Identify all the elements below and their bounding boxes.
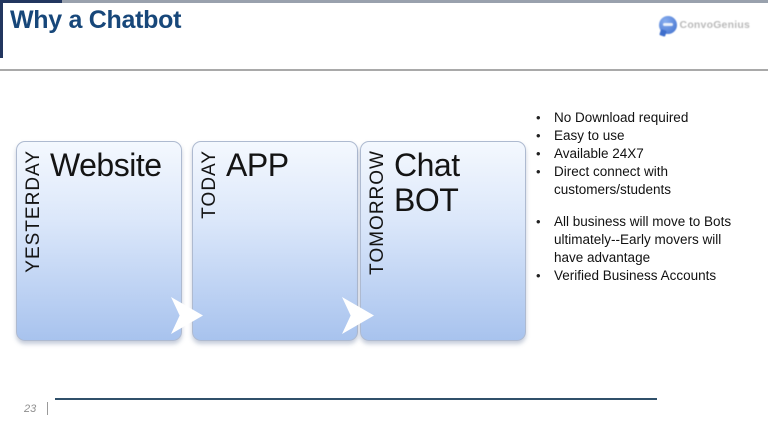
step-main-label: Website [50, 147, 162, 183]
chat-bubble-logo-icon [658, 16, 677, 34]
list-item: • Direct connect with customers/students [536, 163, 744, 199]
bullet-icon: • [536, 164, 541, 179]
list-item-text: No Download required [554, 110, 689, 125]
list-item: • Verified Business Accounts [536, 267, 744, 285]
list-item-text: Verified Business Accounts [554, 268, 717, 283]
slide-header: Why a Chatbot ConvoGenius [0, 0, 768, 71]
step-era-label: TODAY [199, 150, 220, 219]
logo-glyph [662, 23, 673, 26]
corner-border-left [0, 0, 3, 58]
list-item: • Easy to use [536, 127, 744, 145]
step-main-label: APP [226, 147, 289, 183]
header-divider [0, 69, 768, 71]
page-number-separator [47, 402, 48, 415]
bullet-icon: • [536, 146, 541, 161]
step-era-label: TOMORROW [367, 150, 388, 275]
benefits-list: • No Download required • Easy to use • A… [536, 109, 744, 285]
list-item-text: Direct connect with customers/students [554, 164, 672, 197]
logo: ConvoGenius [658, 16, 750, 34]
list-item: • No Download required [536, 109, 744, 127]
step-era-label: YESTERDAY [23, 150, 44, 273]
bullet-icon: • [536, 110, 541, 125]
bullet-icon: • [536, 128, 541, 143]
bullet-icon: • [536, 214, 541, 229]
top-border-line [0, 0, 768, 3]
list-item-text: Easy to use [554, 128, 625, 143]
list-item: • Available 24X7 [536, 145, 744, 163]
process-step-tomorrow: TOMORROW Chat BOT [360, 141, 526, 341]
corner-border-top [0, 0, 62, 3]
list-item-text: Available 24X7 [554, 146, 644, 161]
page-number: 23 [24, 403, 37, 415]
bullet-icon: • [536, 268, 541, 283]
process-step-today: TODAY APP [192, 141, 358, 341]
footer-divider [55, 398, 657, 400]
logo-text: ConvoGenius [679, 19, 750, 31]
list-item-text: All business will move to Bots ultimatel… [554, 214, 732, 265]
slide-title: Why a Chatbot [10, 6, 182, 34]
list-item: • All business will move to Bots ultimat… [536, 213, 744, 267]
process-step-yesterday: YESTERDAY Website [16, 141, 182, 341]
step-main-label: Chat BOT [394, 147, 460, 219]
